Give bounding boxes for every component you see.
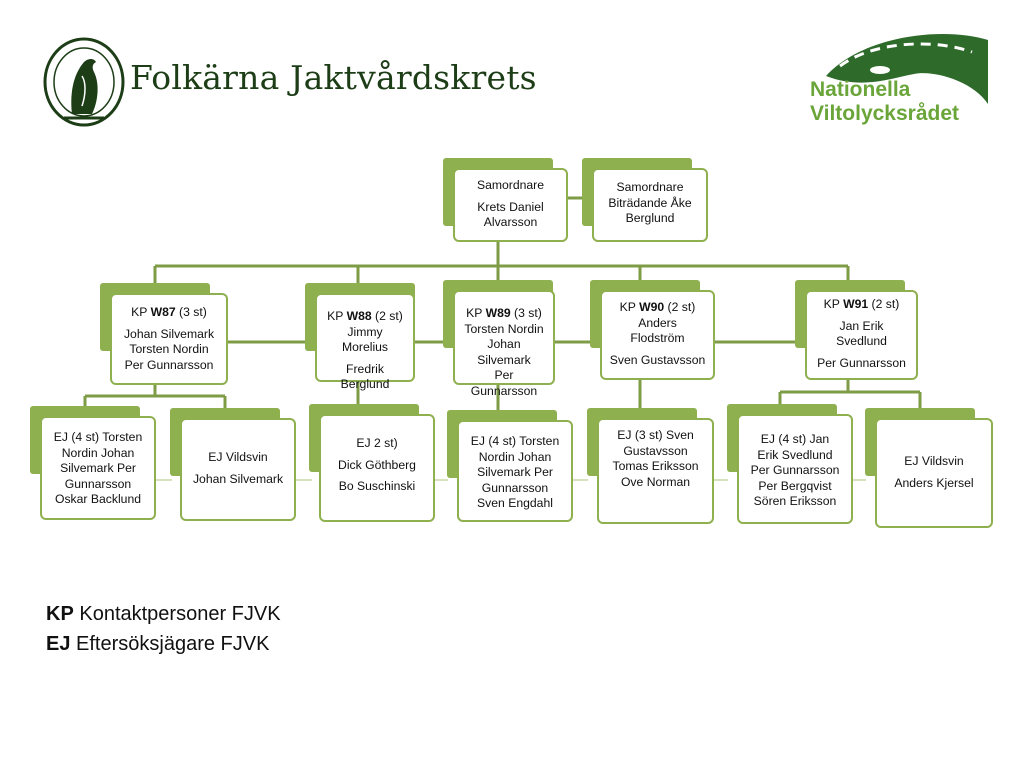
jagareforbundet-seal-logo	[42, 36, 126, 128]
ej-vildsvin-title: EJ Vildsvin	[208, 450, 268, 464]
node-ej-w89: EJ (4 st) Torsten Nordin Johan Silvemark…	[447, 410, 573, 522]
node-kp-w87: KP W87 (3 st) Johan Silvemark Torsten No…	[100, 283, 228, 385]
kp-w87-person: Johan Silvemark	[123, 326, 215, 341]
ej-w87-line: Gunnarsson	[64, 476, 132, 491]
folkarna-jaktvardskrets-title: Folkärna Jaktvårdskrets	[130, 58, 537, 97]
kp-w87-person: Torsten Nordin	[129, 342, 209, 356]
ej-vildsvin-title: EJ Vildsvin	[904, 454, 964, 468]
kp-w91-code: W91	[843, 297, 869, 311]
ej-w88-line: EJ 2 st)	[356, 436, 398, 450]
ej-w91-line: EJ (4 st) Jan	[760, 432, 830, 446]
ej-w87-line: EJ (4 st) Torsten	[53, 430, 143, 444]
ej-w88-line: Dick Göthberg	[338, 457, 416, 472]
kp-w87-heading: KP W87 (3 st)	[131, 305, 207, 319]
ej-w90-line: Ove Norman	[620, 474, 691, 489]
node-samordnare-line2: Krets Daniel	[477, 199, 544, 214]
ej-vildsvin-person: Anders Kjersel	[894, 475, 974, 490]
legend-kp-abbr: KP	[46, 603, 74, 625]
ej-w87-line: Silvemark Per	[60, 461, 136, 475]
kp-w87-person: Per Gunnarsson	[124, 357, 214, 372]
kp-w89-heading: KP W89 (3 st)	[466, 306, 542, 320]
logo-line-nationella: Nationella	[810, 78, 911, 101]
ej-w90-line: Gustavsson	[623, 443, 688, 458]
kp-w89-code: W89	[485, 306, 511, 320]
kp-w91-person: Jan Erik	[839, 318, 884, 333]
kp-w88-person: Jimmy Morelius	[341, 324, 389, 355]
kp-w91-heading: KP W91 (2 st)	[823, 297, 900, 311]
kp-w90-person: Sven Gustavsson	[609, 352, 706, 367]
kp-w90-code: W90	[639, 300, 665, 314]
ej-w91-line: Per Bergqvist	[758, 478, 832, 493]
kp-w91-person: Svedlund	[836, 334, 887, 348]
kp-w90-person: Anders	[638, 315, 677, 330]
kp-w91-person: Per Gunnarsson	[817, 355, 906, 370]
node-ej-w88: EJ 2 st) Dick Göthberg Bo Suschinski	[309, 404, 435, 522]
kp-w90-person: Flodström	[630, 331, 685, 345]
legend-ej-abbr: EJ	[46, 633, 71, 655]
nationella-viltolycksradet-logo: Nationella Viltolycksrådet	[808, 30, 988, 130]
kp-w90-heading: KP W90 (2 st)	[619, 300, 696, 314]
kp-w89-person: Johan Silvemark	[477, 337, 531, 367]
ej-vildsvin-person: Johan Silvemark	[192, 471, 284, 486]
legend-kp-text: Kontaktpersoner FJVK	[73, 603, 281, 625]
legend-kp: KP Kontaktpersoner FJVK	[46, 603, 281, 626]
kp-w88-code: W88	[346, 309, 372, 323]
ej-w91-line: Sören Eriksson	[753, 494, 837, 508]
kp-w88-person: Fredrik Berglund	[340, 361, 390, 392]
ej-w91-line: Erik Svedlund	[757, 447, 833, 462]
node-kp-w90: KP W90 (2 st) Anders Flodström Sven Gust…	[590, 280, 715, 380]
kp-w87-code: W87	[150, 305, 176, 319]
node-ej-vildsvin-w87: EJ Vildsvin Johan Silvemark	[170, 408, 296, 521]
node-kp-w88: KP W88 (2 st) Jimmy Morelius Fredrik Ber…	[305, 283, 415, 391]
ej-w89-line: Nordin Johan	[478, 449, 552, 464]
ej-w89-line: Silvemark Per	[477, 465, 553, 479]
kp-w89-person: Torsten Nordin	[464, 321, 544, 336]
node-bitradande-line2: Biträdande Åke	[608, 195, 692, 210]
node-ej-w87: EJ (4 st) Torsten Nordin Johan Silvemark…	[30, 406, 156, 520]
ej-w91-line: Per Gunnarsson	[750, 463, 840, 477]
road-icon	[826, 34, 988, 104]
ej-w90-line: Tomas Eriksson	[612, 459, 699, 473]
ej-w87-line: Nordin Johan	[61, 445, 135, 460]
node-ej-vildsvin-w91: EJ Vildsvin Anders Kjersel	[865, 408, 993, 528]
logo-line-viltolycksradet: Viltolycksrådet	[810, 102, 960, 125]
node-bitradande-samordnare: Samordnare Biträdande Åke Berglund	[582, 158, 708, 242]
ej-w88-line: Bo Suschinski	[338, 479, 416, 493]
node-ej-w91: EJ (4 st) Jan Erik Svedlund Per Gunnarss…	[727, 404, 853, 524]
kp-w89-person: Per Gunnarsson	[470, 368, 538, 398]
ej-w89-line: Gunnarsson	[481, 480, 549, 495]
ej-w89-line: EJ (4 st) Torsten	[470, 434, 560, 448]
node-bitradande-line3: Berglund	[625, 211, 675, 225]
ej-w87-line: Oskar Backlund	[54, 492, 142, 506]
kp-w88-heading: KP W88 (2 st)	[327, 309, 403, 323]
node-kp-w91: KP W91 (2 st) Jan Erik Svedlund Per Gunn…	[795, 280, 918, 380]
node-samordnare: Samordnare Krets Daniel Alvarsson	[443, 158, 568, 242]
node-samordnare-line3: Alvarsson	[483, 215, 538, 229]
node-bitradande-title: Samordnare	[616, 180, 684, 194]
node-samordnare-title: Samordnare	[476, 178, 545, 192]
ej-w89-line: Sven Engdahl	[477, 496, 553, 510]
node-kp-w89: KP W89 (3 st) Torsten Nordin Johan Silve…	[443, 280, 555, 398]
node-ej-w90: EJ (3 st) Sven Gustavsson Tomas Eriksson…	[587, 408, 714, 524]
ej-w90-line: EJ (3 st) Sven	[617, 428, 694, 442]
legend-ej: EJ Eftersöksjägare FJVK	[46, 633, 269, 656]
legend-ej-text: Eftersöksjägare FJVK	[70, 633, 270, 655]
